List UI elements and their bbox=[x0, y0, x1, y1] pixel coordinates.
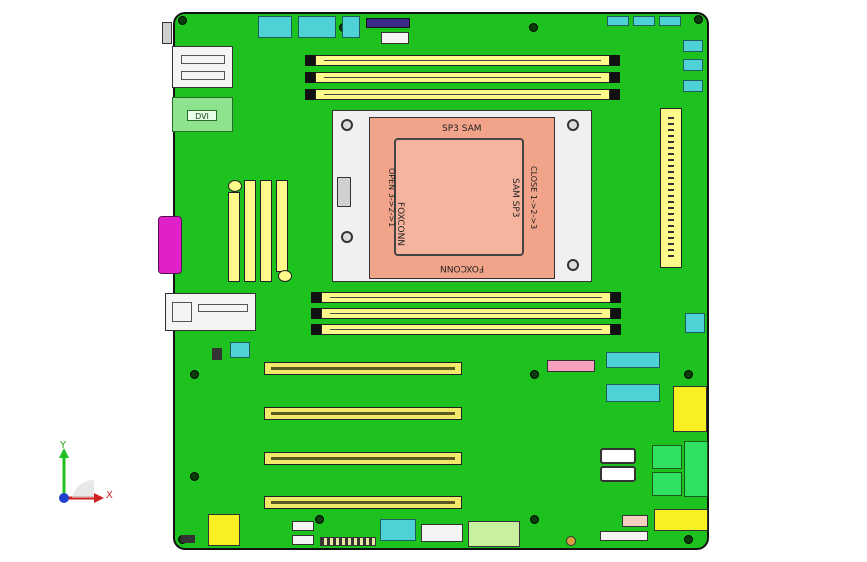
dimm-latch bbox=[305, 89, 315, 100]
atx-power-header bbox=[258, 16, 292, 38]
cpu-socket-frame: SP3 SAM FOXCONN FOXCONN SAM SP3 OPEN 3->… bbox=[332, 110, 592, 282]
small-header bbox=[230, 342, 250, 358]
dimm-latch bbox=[305, 55, 315, 66]
header-block bbox=[366, 18, 410, 28]
socket-vendor-label: FOXCONN bbox=[395, 202, 405, 247]
fan-header bbox=[633, 16, 655, 26]
dimm-slot bbox=[321, 308, 611, 319]
pin-header bbox=[600, 531, 648, 541]
mount-hole bbox=[684, 370, 693, 379]
small-header bbox=[622, 515, 648, 527]
socket-lever bbox=[337, 177, 351, 207]
pcie-slot bbox=[264, 407, 462, 420]
pcie-slot bbox=[264, 496, 462, 509]
yellow-connector bbox=[654, 509, 708, 531]
pcie-slot bbox=[264, 362, 462, 375]
dvi-label: DVI bbox=[187, 110, 217, 121]
dimm-latch bbox=[610, 72, 620, 83]
jumper bbox=[566, 536, 576, 546]
chip bbox=[212, 348, 222, 360]
dimm-latch bbox=[610, 55, 620, 66]
fan-header bbox=[342, 16, 360, 38]
audio-jack bbox=[162, 22, 172, 44]
fan-header bbox=[683, 40, 703, 52]
fan-header bbox=[683, 59, 703, 71]
fan-header bbox=[659, 16, 681, 26]
mount-hole bbox=[190, 472, 199, 481]
fan-header bbox=[683, 80, 703, 92]
mount-hole bbox=[178, 16, 187, 25]
vrm-heatsink bbox=[226, 178, 294, 286]
sata-port bbox=[600, 466, 636, 482]
mount-hole bbox=[530, 370, 539, 379]
eps-power-connector bbox=[685, 313, 705, 333]
power-header bbox=[298, 16, 336, 38]
dimm-latch bbox=[311, 308, 321, 319]
mount-hole bbox=[529, 23, 538, 32]
mount-hole bbox=[694, 15, 703, 24]
dvi-connector: DVI bbox=[172, 97, 233, 132]
dimm-slot bbox=[315, 55, 610, 66]
socket-screw bbox=[341, 231, 353, 243]
socket-right-label: SAM SP3 bbox=[510, 178, 520, 218]
battery-holder bbox=[468, 521, 520, 547]
dimm-slot bbox=[315, 72, 610, 83]
green-connector bbox=[652, 445, 682, 469]
socket-bottom-label: FOXCONN bbox=[440, 263, 485, 273]
pink-header bbox=[547, 360, 595, 372]
cad-view-triad-icon: Y X bbox=[54, 440, 124, 510]
com-port bbox=[158, 216, 182, 274]
dimm-slot bbox=[321, 292, 611, 303]
usb-lan-stack-2 bbox=[165, 293, 256, 331]
pcie-slot bbox=[264, 452, 462, 465]
socket-body: SP3 SAM FOXCONN FOXCONN SAM SP3 OPEN 3->… bbox=[369, 117, 555, 279]
usb-lan-stack bbox=[172, 46, 233, 88]
socket-screw bbox=[567, 119, 579, 131]
dimm-latch bbox=[611, 308, 621, 319]
dimm-latch bbox=[610, 89, 620, 100]
usb3-header bbox=[673, 386, 707, 432]
socket-top-label: SP3 SAM bbox=[442, 124, 482, 134]
fan-header bbox=[607, 16, 629, 26]
socket-open-label: OPEN 3->2->1 bbox=[387, 168, 396, 228]
green-connector bbox=[684, 441, 708, 497]
axis-y-label: Y bbox=[60, 440, 67, 451]
small-header bbox=[292, 535, 314, 545]
sata-port bbox=[600, 448, 636, 464]
dimm-latch bbox=[311, 292, 321, 303]
small-header bbox=[381, 32, 409, 44]
box-header bbox=[421, 524, 463, 542]
buzzer-connector bbox=[208, 514, 240, 546]
small-header bbox=[292, 521, 314, 531]
dimm-latch bbox=[305, 72, 315, 83]
atx-24pin-connector bbox=[660, 108, 682, 268]
mount-hole bbox=[530, 515, 539, 524]
mount-hole bbox=[315, 515, 324, 524]
socket-close-label: CLOSE 1->2->3 bbox=[529, 166, 538, 230]
mount-hole bbox=[684, 535, 693, 544]
dimm-latch bbox=[311, 324, 321, 335]
axis-x-label: X bbox=[106, 490, 113, 501]
dimm-slot bbox=[321, 324, 611, 335]
socket-screw bbox=[567, 259, 579, 271]
slim-connector bbox=[606, 384, 660, 402]
socket-screw bbox=[341, 119, 353, 131]
green-connector bbox=[652, 472, 682, 496]
mount-hole bbox=[190, 370, 199, 379]
dimm-slot bbox=[315, 89, 610, 100]
dimm-latch bbox=[611, 324, 621, 335]
chip bbox=[181, 535, 195, 543]
front-panel-header bbox=[380, 519, 416, 541]
dimm-latch bbox=[611, 292, 621, 303]
pin-header bbox=[320, 537, 376, 546]
slim-connector bbox=[606, 352, 660, 368]
